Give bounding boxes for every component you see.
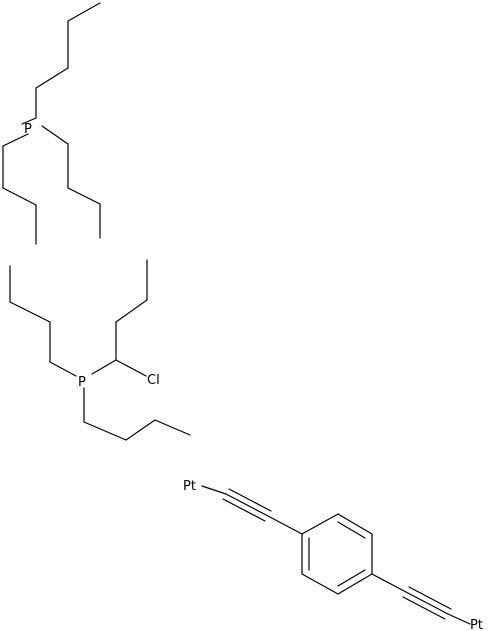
triple-bond — [402, 596, 446, 620]
benzene-ring-bond — [337, 573, 373, 595]
bond — [91, 359, 117, 375]
bond — [35, 67, 69, 89]
bond — [67, 2, 101, 22]
bond — [67, 187, 101, 205]
triple-bond — [222, 498, 266, 522]
bond — [115, 299, 148, 323]
bond — [2, 133, 29, 147]
benzene-ring-bond — [301, 513, 339, 535]
triple-bond — [408, 586, 452, 610]
bond — [154, 419, 191, 436]
bond — [201, 485, 227, 495]
bond — [41, 125, 69, 145]
bond — [371, 573, 407, 593]
chlorine-atom-label: Cl — [147, 373, 160, 388]
bond — [115, 359, 147, 377]
bond — [21, 117, 37, 125]
bond — [447, 613, 471, 625]
bond — [49, 361, 77, 377]
bond — [267, 515, 303, 535]
bond — [9, 301, 51, 323]
benzene-ring-bond — [337, 513, 373, 535]
phosphorus-atom-label: P — [24, 122, 32, 137]
chloro-tributylphosphine-molecule: P Cl — [9, 259, 191, 441]
bond — [125, 419, 156, 441]
phosphorus-atom-label: P — [78, 375, 86, 390]
tributylphosphine-molecule: P — [2, 2, 101, 245]
bond — [2, 187, 37, 206]
platinum-atom-label: Pt — [470, 618, 483, 631]
benzene-ring-bond — [301, 573, 339, 595]
bis-platinum-phenylene-diethynyl-molecule: Pt Pt — [183, 479, 483, 631]
triple-bond — [228, 488, 272, 512]
platinum-atom-label: Pt — [183, 479, 196, 494]
benzene-inner-double-bond — [337, 521, 366, 539]
triple-bond — [225, 493, 269, 517]
bond — [83, 421, 127, 441]
benzene-inner-double-bond — [337, 569, 366, 587]
triple-bond — [405, 591, 449, 615]
